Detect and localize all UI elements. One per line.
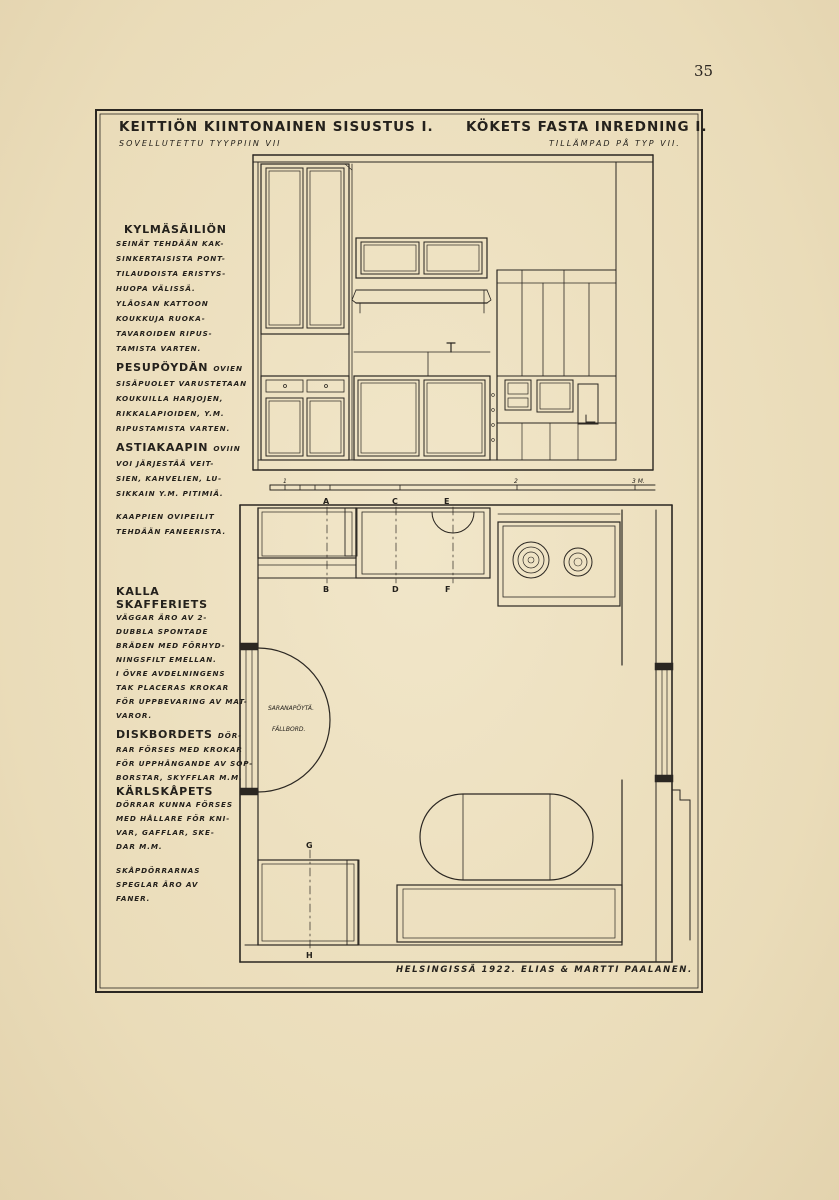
scale-label-2: 2 [514, 478, 518, 485]
signature: HELSINGISSÄ 1922. ELIAS & MARTTI PAALANE… [396, 965, 693, 975]
note-heading-pesupoyta: PESUPÖYDÄN [116, 361, 209, 374]
note-line: YLÄOSAN KATTOON [116, 299, 209, 308]
sink-counter-plan [355, 507, 491, 579]
title-swedish: KÖKETS FASTA INREDNING I. [466, 119, 708, 135]
note-line: SIKKAIN Y.M. PITIMIÄ. [116, 489, 224, 498]
note-line: SKÅPDÖRRARNAS [116, 866, 201, 875]
note-heading-diskbordets: DISKBORDETS [116, 728, 213, 741]
title-finnish: KEITTIÖN KIINTONAINEN SISUSTUS I. [119, 119, 434, 135]
note-line: SINKERTAISISTA PONT- [116, 254, 226, 263]
note-line: TEHDÄÄN FANEERISTA. [116, 527, 227, 536]
kitchen-floor-plan [239, 504, 691, 963]
note-line: SISÄPUOLET VARUSTETAAN [116, 379, 247, 388]
note-line: OVIIN [213, 444, 241, 453]
note-line: RAR FÖRSES MED KROKAR [116, 745, 243, 754]
section-label-g: G [306, 841, 313, 850]
note-line: SPEGLAR ÄRO AV [116, 880, 199, 889]
note-line: VAROR. [116, 711, 153, 720]
note-line: DÖRRAR KUNNA FÖRSES [116, 800, 233, 809]
note-line: OVIEN [213, 364, 243, 373]
folding-table [257, 647, 331, 793]
note-heading-kylmasailio: KYLMÄSÄILIÖN [124, 223, 227, 236]
note-line: FÖR UPPHÄNGANDE AV SOP- [116, 759, 254, 768]
section-label-d: D [392, 585, 399, 594]
plate-inner-frame [99, 113, 699, 989]
scale-label-1: 1 [283, 478, 287, 485]
section-label-f: F [445, 585, 450, 594]
note-line: HUOPA VÄLISSÄ. [116, 284, 196, 293]
notes-finnish: KYLMÄSÄILIÖN SEINÄT TEHDÄÄN KAK- SINKERT… [116, 223, 246, 539]
note-line: MED HÅLLARE FÖR KNI- [116, 814, 231, 823]
table-label-swedish: FÄLLBORD. [272, 726, 306, 733]
note-line: I ÖVRE AVDELNINGENS [116, 669, 226, 678]
note-line: TAK PLACERAS KROKAR [116, 683, 230, 692]
note-line: KOUKUILLA HARJOJEN, [116, 394, 224, 403]
note-line: VOI JÄRJESTÄÄ VEIT- [116, 459, 215, 468]
section-label-c: C [392, 497, 398, 506]
note-heading-astiakaappi: ASTIAKAAPIN [116, 441, 209, 454]
scale-bar [269, 484, 656, 491]
note-line: VÄGGAR ÄRO AV 2- [116, 613, 208, 622]
note-line: NINGSFILT EMELLAN. [116, 655, 217, 664]
note-heading-karlskapets: KÄRLSKÅPETS [116, 785, 214, 798]
section-label-a: A [323, 497, 330, 506]
section-label-b: B [323, 585, 329, 594]
note-heading-kalla-skafferiets: KALLA SKAFFERIETS [116, 585, 208, 611]
stove-elevation [491, 269, 617, 461]
note-line: SIEN, KAHVELIEN, LU- [116, 474, 223, 483]
notes-swedish: KALLA SKAFFERIETS VÄGGAR ÄRO AV 2- DUBBL… [116, 585, 254, 906]
plate-frame [95, 109, 703, 993]
table-label-finnish: SARANAPÖYTÄ. [268, 705, 314, 712]
note-line: DUBBLA SPONTADE [116, 627, 209, 636]
section-label-h: H [306, 951, 313, 960]
note-line: TAVAROIDEN RIPUS- [116, 329, 213, 338]
stove-plan [497, 521, 621, 607]
wall-shelf-cabinet [355, 237, 488, 279]
subtitle-finnish: SOVELLUTETTU TYYPPIIN VII [119, 139, 282, 148]
note-line: DAR M.M. [116, 842, 163, 851]
note-line: RIPUSTAMISTA VARTEN. [116, 424, 231, 433]
lower-cabinet-left [260, 375, 350, 461]
scale-label-3m: 3 M. [632, 478, 645, 485]
note-line: KOUKKUJA RUOKA- [116, 314, 206, 323]
note-line: RIKKALAPIOIDEN, Y.M. [116, 409, 225, 418]
note-line: TAMISTA VARTEN. [116, 344, 202, 353]
note-line: FÖR UPPBEVARING AV MAT- [116, 697, 248, 706]
kitchen-elevation [252, 154, 654, 471]
bench [396, 884, 623, 943]
note-line: FANER. [116, 894, 151, 903]
note-line: SEINÄT TEHDÄÄN KAK- [116, 239, 225, 248]
dining-table [419, 793, 594, 881]
section-label-e: E [444, 497, 449, 506]
page-number: 35 [694, 62, 714, 80]
note-line: BORSTAR, SKYFFLAR M.M. [116, 773, 243, 782]
note-line: BRÄDEN MED FÖRHYD- [116, 641, 226, 650]
subtitle-swedish: TILLÄMPAD PÅ TYP VII. [549, 139, 681, 148]
note-line: TILAUDOISTA ERISTYS- [116, 269, 227, 278]
note-line: KAAPPIEN OVIPEILIT [116, 512, 215, 521]
tall-cupboard [260, 163, 350, 335]
note-line: DÖR- [217, 731, 243, 740]
note-line: VAR, GAFFLAR, SKE- [116, 828, 215, 837]
sink-cabinet [353, 375, 491, 461]
dish-cupboard-plan [257, 859, 359, 946]
cold-pantry-plan [257, 507, 357, 559]
